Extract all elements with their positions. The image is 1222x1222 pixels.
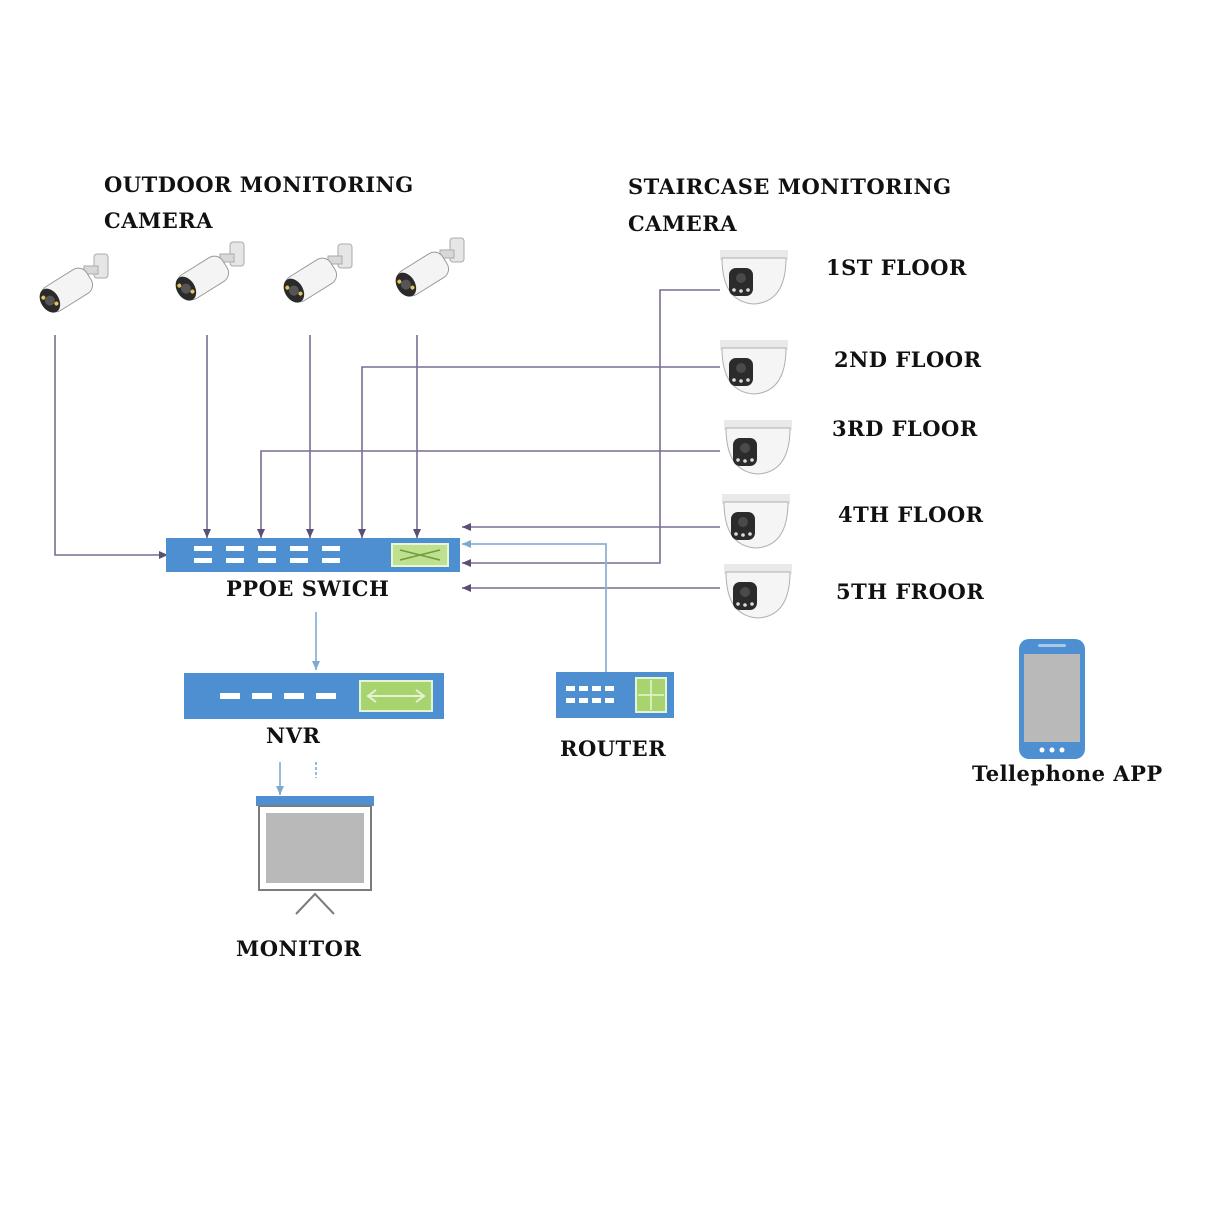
router-icon — [556, 672, 674, 718]
dome-camera-icon — [720, 340, 788, 395]
wire-outdoor-cam-1 — [54, 335, 168, 559]
nvr-icon — [184, 673, 444, 719]
nvr-label: NVR — [266, 723, 321, 748]
dome-camera-icon — [720, 250, 788, 305]
dome-camera-icon — [722, 494, 790, 549]
dome-camera-icon — [724, 420, 792, 475]
floor-label-3: 3RD FLOOR — [832, 416, 978, 441]
wire-floor-3 — [257, 450, 720, 538]
outdoor-camera-icon — [175, 241, 245, 301]
outdoor-title-line2: CAMERA — [104, 208, 214, 233]
monitor-label: MONITOR — [236, 936, 362, 961]
outdoor-camera-icon — [39, 253, 109, 313]
staircase-title-line1: STAIRCASE MONITORING — [628, 174, 952, 199]
floor-label-5: 5TH FROOR — [836, 579, 985, 604]
wire-floor-2 — [358, 366, 720, 538]
poe-switch-icon — [166, 538, 460, 572]
router-label: ROUTER — [560, 736, 667, 761]
floor-label-2: 2ND FLOOR — [834, 347, 982, 372]
wire-floor-1 — [462, 289, 720, 567]
staircase-title-line2: CAMERA — [628, 211, 738, 236]
floor-label-4: 4TH FLOOR — [838, 502, 984, 527]
outdoor-camera-icon — [283, 243, 353, 303]
wire-router-switch — [462, 540, 607, 672]
switch-label: PPOE SWICH — [226, 576, 390, 601]
floor-label-1: 1ST FLOOR — [826, 255, 967, 280]
outdoor-title-line1: OUTDOOR MONITORING — [104, 172, 414, 197]
outdoor-camera-icon — [395, 237, 465, 297]
monitor-icon — [256, 796, 374, 915]
phone-label: Tellephone APP — [972, 761, 1163, 786]
phone-icon — [1019, 639, 1085, 759]
dome-camera-icon — [724, 564, 792, 619]
